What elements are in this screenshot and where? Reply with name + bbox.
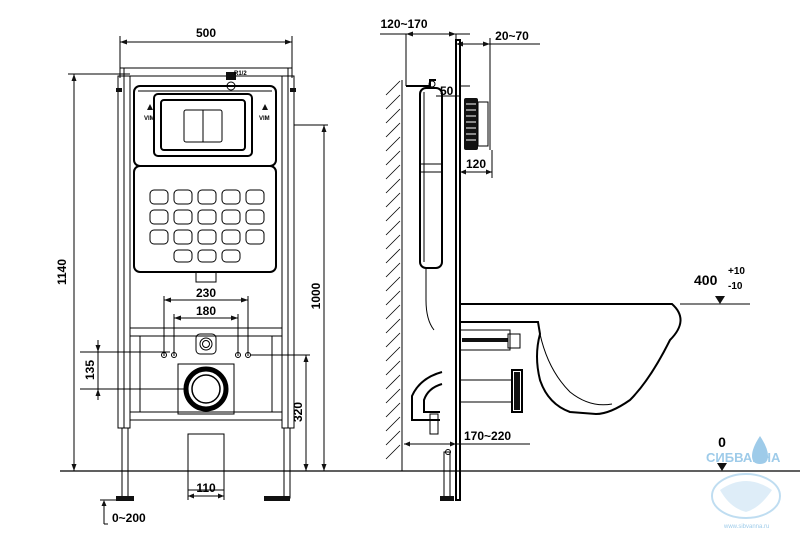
- bowl-height-minus: -10: [728, 281, 743, 292]
- outlet-height-320-label: 320: [291, 402, 305, 422]
- floor-adjust-label: 0~200: [112, 511, 146, 525]
- width-dimension: 500: [196, 26, 216, 40]
- cistern-rib-grid: [149, 189, 265, 263]
- watermark-logo: СИБВАННА www.sibvanna.ru: [706, 436, 781, 530]
- floor-zero-label: 0: [718, 434, 726, 450]
- bolt-spacing-180-label: 180: [196, 304, 216, 318]
- level-mark-right: VIM: [259, 116, 270, 122]
- watermark-brand: СИБВАННА: [706, 450, 781, 465]
- bowl-height-plus: +10: [728, 266, 745, 277]
- water-inlet-label: R1/2: [234, 71, 247, 77]
- panel-20-70-label: 20~70: [495, 29, 529, 43]
- overall-height-dimension: 1140: [55, 259, 69, 285]
- level-mark-left: VIM: [144, 116, 155, 122]
- front-view: 500 1140 R1/2 VIM VIM: [55, 26, 328, 525]
- dim-50-label: 50: [440, 84, 454, 98]
- depth-120-170-label: 120~170: [380, 17, 427, 31]
- bowl-depth-label: 170~220: [464, 429, 511, 443]
- dim-135-label: 135: [83, 360, 97, 380]
- dim-120-label: 120: [466, 157, 486, 171]
- side-view: 120~170 20~70 50: [380, 17, 750, 501]
- watermark-url: www.sibvanna.ru: [723, 524, 769, 530]
- bolt-spacing-230-label: 230: [196, 286, 216, 300]
- dim-110-label: 110: [196, 481, 216, 495]
- frame-height-1000-label: 1000: [309, 282, 323, 309]
- wall-hatch: [385, 80, 403, 471]
- bowl-height-label: 400: [694, 272, 718, 288]
